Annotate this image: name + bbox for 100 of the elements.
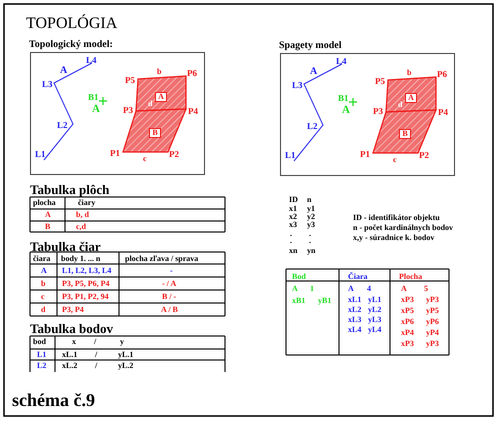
table-cell-text: L2 [37,362,46,370]
table-cell-text: / [95,351,98,359]
table-cell-text: c,d [76,223,86,231]
table-cell-text: 1 [310,285,314,293]
map-label: P1 [360,150,370,159]
table-heading: Tabulka čiar [30,240,101,253]
table-cell-text: yP4 [426,329,439,337]
table-cell-text: b [41,280,46,288]
table-cell-text: yP5 [426,307,439,315]
record-text: ID [289,196,298,204]
caption: schéma č.9 [12,391,95,409]
table-cell-text: A / B [161,306,178,314]
table-header: x [72,338,76,346]
record-text: . [290,230,292,238]
map-label: P2 [169,150,179,159]
map-label: b [407,69,412,77]
map-frame [280,53,455,176]
map-label: P3 [373,107,383,116]
table-cell-text: b, d [76,211,89,219]
table-cell-text: xB1 [292,297,306,305]
area-label-box: A [405,93,417,103]
record-text: x3 [289,221,297,229]
table-header: y [120,338,124,346]
table-cell-text: yP6 [426,318,439,326]
map-label: P5 [125,76,135,85]
table-heading: Tabulka bodov [30,322,113,335]
table-cell-text: yL.2 [118,362,134,370]
map-label: L1 [35,150,46,159]
map-label: L3 [42,80,53,89]
legend-text: x,y - súradnice k. bodov [353,234,434,242]
record-text: . [309,237,311,245]
map-label: P3 [123,106,133,115]
map-label: P5 [375,77,385,86]
record-text: xn [289,247,298,255]
map-label: L4 [86,56,97,65]
record-text: . [290,237,292,245]
area-label-box: A [155,92,167,102]
table-cell-text: P3, P4 [62,306,84,314]
area-label-box: B [399,129,411,139]
table-cell-text: yL3 [368,316,382,324]
record-text: y2 [307,213,315,221]
legend-text: ID - identifikátor objektu [353,214,440,222]
map-label: P4 [188,107,198,116]
record-text: x1 [289,205,297,213]
map-label: P6 [187,69,197,78]
map-label: A [310,67,318,77]
map-label: B1 [338,94,349,103]
table-cell-text: xP3 [401,296,414,304]
map-label: L2 [57,121,68,130]
table-cell-text: B [45,223,50,231]
map-label: A [92,104,100,115]
table-cell-text: xL4 [348,326,362,334]
map-frame [30,52,205,175]
table-cell-text: 5 [424,285,428,293]
table-header: bod [33,338,46,346]
table-header: čiary [78,199,96,207]
frame-heading: Spagety model [279,41,342,51]
table-cell-text: B / - [162,293,176,301]
table-cell-text: A [45,211,51,219]
table-cell-text: P3, P5, P6, P4 [62,280,110,288]
table-cell-text: L1, L2, L3, L4 [62,267,112,275]
table-header: plocha zľava / sprava [125,255,198,263]
legend-text: n - počet kardinálnych bodov [353,224,454,232]
map-label: P1 [110,149,120,158]
record-text: . [309,230,311,238]
table-header: Bod [292,273,306,281]
map-label: A [60,66,68,76]
table-cell-text: xP4 [401,329,414,337]
table-header: čiara [33,255,50,263]
record-text: n [307,196,312,204]
table-cell-text: - / A [162,280,176,288]
table-cell-text: c [41,293,45,301]
table-cell-text: xP3 [401,340,414,348]
table-heading: Tabulka plôch [30,183,110,196]
area-label-box: B [149,128,161,138]
frame-heading: Topologický model: [29,40,113,50]
table-cell-text: A [292,285,298,293]
table-cell-text: / [95,362,98,370]
table-cell-text: A [401,285,407,293]
map-label: B1 [88,93,99,102]
table-cell-text: P3, P1, P2, 94 [62,293,109,301]
map-label: L2 [307,122,318,131]
table-cell-text: xP6 [401,318,414,326]
table-cell-text: yL.1 [118,351,134,359]
table-cell-text: yL4 [368,326,382,334]
record-text: y1 [307,205,315,213]
map-label: L3 [292,81,303,90]
table-cell-text: xL1 [348,296,362,304]
table-cell-text: xL2 [348,306,362,314]
table-cell-text: yL2 [368,306,382,314]
table-cell-text: yP3 [426,296,439,304]
map-label: A [342,105,350,116]
table-cell-text: yB1 [318,297,332,305]
table-cell-text: xL3 [348,316,362,324]
map-label: P2 [419,151,429,160]
table-header: body 1. ... n [61,255,100,263]
table-header: plocha [33,199,56,207]
table-cell-text: xP5 [401,307,414,315]
map-label: L4 [336,57,347,66]
map-label: c [143,155,147,163]
